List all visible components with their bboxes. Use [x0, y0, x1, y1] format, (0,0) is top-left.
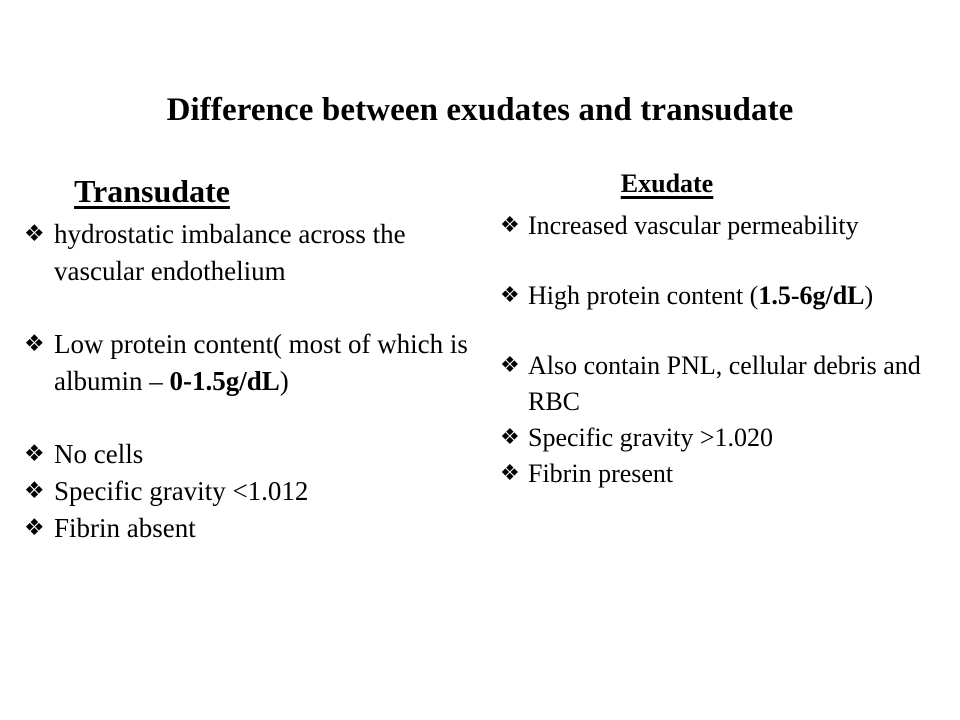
diamond-bullet-icon: ❖: [24, 221, 45, 247]
list-item-text: Increased vascular permeability: [528, 208, 952, 244]
diamond-bullet-icon: ❖: [500, 283, 520, 308]
plain-text: Increased vascular permeability: [528, 211, 859, 240]
list-item: ❖ Low protein content( most of which is a…: [24, 326, 476, 400]
diamond-bullet-icon: ❖: [500, 425, 520, 450]
column-heading-transudate: Transudate: [24, 172, 476, 210]
diamond-bullet-icon: ❖: [500, 461, 520, 486]
diamond-bullet-icon: ❖: [24, 478, 45, 504]
plain-text: ): [279, 366, 289, 396]
plain-text: Fibrin absent: [54, 513, 196, 543]
diamond-bullet-icon: ❖: [500, 353, 520, 378]
plain-text: Also contain PNL, cellular debris and RB…: [528, 351, 921, 416]
list-item: ❖ Specific gravity >1.020: [500, 420, 952, 456]
diamond-bullet-icon: ❖: [24, 441, 45, 467]
plain-text: Specific gravity <1.012: [54, 476, 309, 506]
list-item-text: No cells: [54, 436, 476, 473]
list-item-text: hydrostatic imbalance across the vascula…: [54, 216, 476, 290]
list-item-text: High protein content (1.5-6g/dL): [528, 278, 952, 314]
plain-text: No cells: [54, 439, 144, 469]
list-item: ❖ Fibrin present: [500, 456, 952, 492]
column-heading-transudate-text: Transudate: [74, 173, 230, 209]
list-item: ❖ High protein content (1.5-6g/dL): [500, 278, 952, 314]
bullet-list-exudate: ❖ Increased vascular permeability ❖ High pr…: [500, 208, 952, 492]
column-heading-exudate-text: Exudate: [620, 169, 714, 198]
list-item-text: Specific gravity >1.020: [528, 420, 952, 456]
list-item-text: Fibrin present: [528, 456, 952, 492]
plain-text: Specific gravity >1.020: [528, 423, 773, 452]
emphasis-value: 0-1.5g/dL: [169, 366, 280, 396]
list-item-text: Fibrin absent: [54, 510, 476, 547]
bullet-list-transudate: ❖ hydrostatic imbalance across the vascul…: [24, 216, 476, 547]
diamond-bullet-icon: ❖: [500, 213, 520, 238]
plain-text: High protein content (: [528, 281, 759, 310]
plain-text: Fibrin present: [528, 459, 674, 488]
page-title: Difference between exudates and transuda…: [166, 92, 794, 129]
emphasis-value: 1.5-6g/dL: [758, 281, 865, 310]
list-item: ❖ No cells: [24, 436, 476, 473]
plain-text: hydrostatic imbalance across the vascula…: [54, 219, 406, 286]
list-item-text: Specific gravity <1.012: [54, 473, 476, 510]
list-item: ❖ Specific gravity <1.012: [24, 473, 476, 510]
list-item: ❖ Increased vascular permeability: [500, 208, 952, 244]
plain-text: ): [864, 281, 874, 310]
plain-text: Low protein content( most of which is al…: [54, 329, 468, 396]
list-item: ❖ Also contain PNL, cellular debris and R…: [500, 348, 952, 420]
list-item: ❖ Fibrin absent: [24, 510, 476, 547]
list-item: ❖ hydrostatic imbalance across the vascul…: [24, 216, 476, 290]
column-heading-exudate: Exudate: [500, 168, 952, 200]
diamond-bullet-icon: ❖: [24, 515, 45, 541]
list-item-text: Low protein content( most of which is al…: [54, 326, 476, 400]
column-transudate: Transudate ❖ hydrostatic imbalance across…: [24, 172, 476, 547]
column-exudate: Exudate ❖ Increased vascular permeability…: [500, 168, 952, 492]
diamond-bullet-icon: ❖: [24, 331, 45, 357]
list-item-text: Also contain PNL, cellular debris and RB…: [528, 348, 952, 420]
